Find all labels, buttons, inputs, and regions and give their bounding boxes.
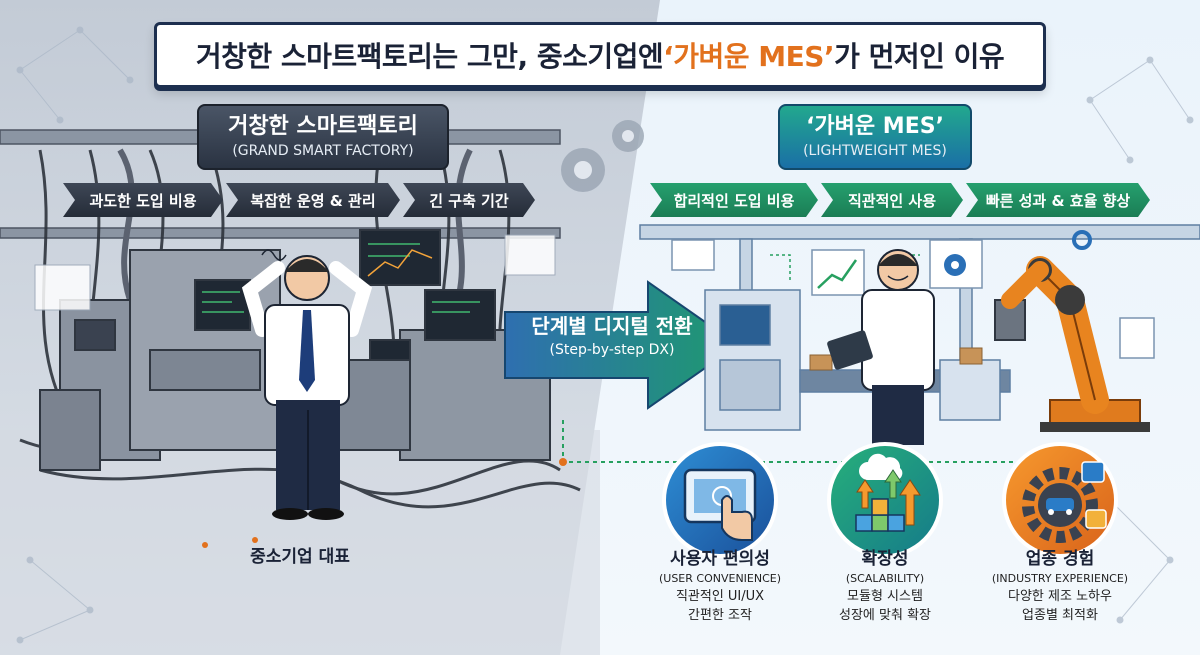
feature-english: (USER CONVENIENCE) [658,572,782,585]
feature-user-convenience: 사용자 편의성 (USER CONVENIENCE) 직관적인 UI/UX 간편… [630,548,810,625]
tag-long-build-time: 긴 구축 기간 [403,183,535,217]
transition-sublabel: (Step-by-step DX) [549,342,675,358]
confident-worker-figure [827,249,935,445]
feature-english: (SCALABILITY) [845,572,925,585]
tag-complex-operation: 복잡한 운영 & 관리 [226,183,400,217]
tag-fast-results: 빠른 성과 & 효율 향상 [966,183,1150,217]
robot-arm [994,256,1150,432]
title-highlight: ‘가벼운 MES’ [663,40,835,73]
transition-label-group: 단계별 디지털 전환 (Step-by-step DX) [506,313,718,361]
transition-arrow [504,280,740,410]
feature-scalability: 확장성 (SCALABILITY) 모듈형 시스템 성장에 맞춰 확장 [795,548,975,625]
tag-intuitive-use: 직관적인 사용 [821,183,963,217]
page-title: 거창한 스마트팩토리는 그만, 중소기업엔 ‘가벼운 MES’가 먼저인 이유 [154,22,1046,88]
feature-desc-2: 간편한 조작 [688,608,752,623]
feature-desc-2: 업종별 최적화 [1022,608,1098,623]
transition-label: 단계별 디지털 전환 [531,314,693,338]
grand-smart-factory-header: 거창한 스마트팩토리 (GRAND SMART FACTORY) [197,104,449,170]
feature-english: (INDUSTRY EXPERIENCE) [991,572,1129,585]
tag-high-cost: 과도한 도입 비용 [63,183,223,217]
sme-ceo-label: 중소기업 대표 [250,547,350,567]
industry-gear-icon [1002,442,1118,558]
feature-title: 확장성 [861,549,909,569]
lightweight-mes-header: ‘가벼운 MES’ (LIGHTWEIGHT MES) [778,104,972,170]
feature-industry-experience: 업종 경험 (INDUSTRY EXPERIENCE) 다양한 제조 노하우 업… [970,548,1150,625]
title-prefix: 거창한 스마트팩토리는 그만, 중소기업엔 [195,40,664,73]
stressed-ceo-figure [241,249,373,520]
light-header-title: ‘가벼운 MES’ [806,114,944,139]
scalability-arrows-icon [827,442,943,558]
feature-desc-1: 모듈형 시스템 [847,589,923,604]
feature-title: 업종 경험 [1025,549,1095,569]
title-suffix: 가 먼저인 이유 [834,40,1005,73]
light-header-subtitle: (LIGHTWEIGHT MES) [803,143,947,159]
tag-reasonable-cost: 합리적인 도입 비용 [650,183,818,217]
feature-desc-1: 다양한 제조 노하우 [1008,589,1112,604]
grand-header-title: 거창한 스마트팩토리 [228,114,418,139]
feature-desc-2: 성장에 맞춰 확장 [839,608,931,623]
tablet-touch-icon [662,442,778,558]
feature-title: 사용자 편의성 [670,549,770,569]
grand-header-subtitle: (GRAND SMART FACTORY) [232,143,414,159]
feature-desc-1: 직관적인 UI/UX [675,589,765,604]
